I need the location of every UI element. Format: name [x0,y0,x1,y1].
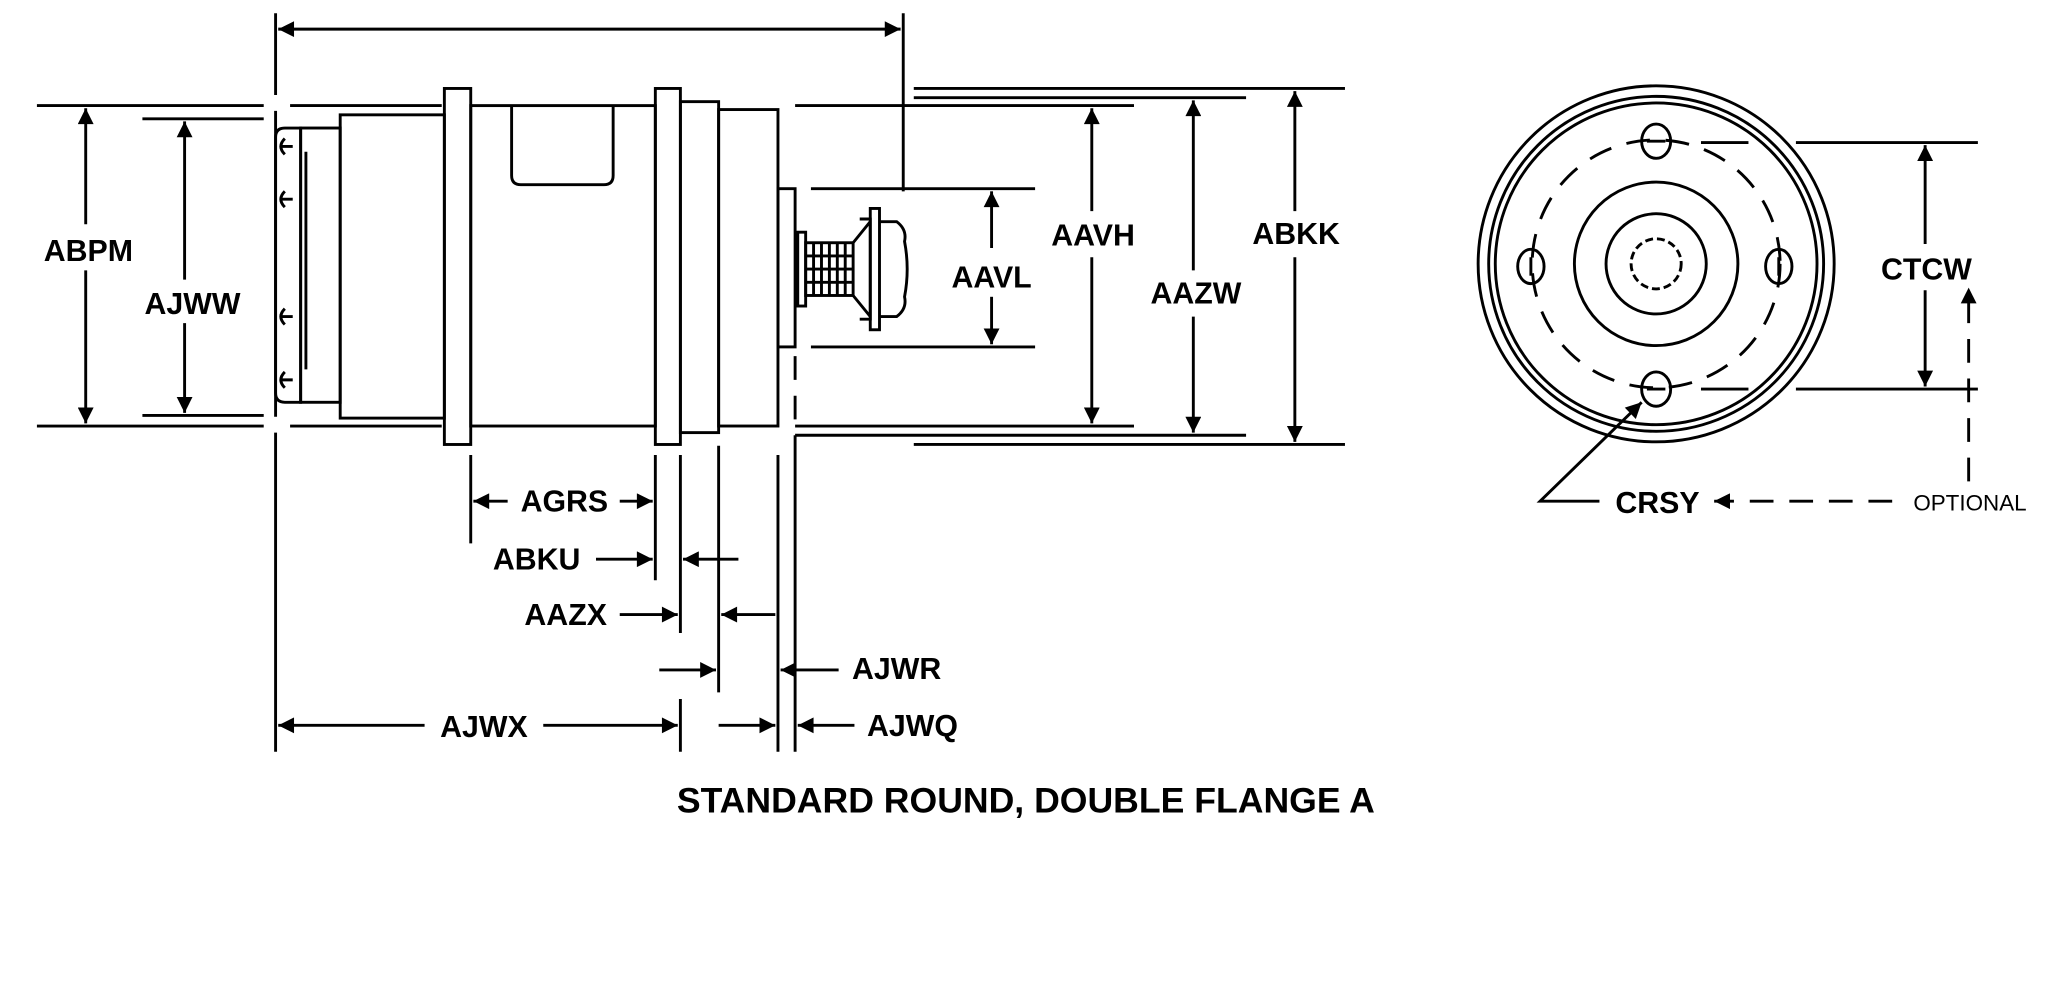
screw-icons [279,137,293,389]
ajwx-label: AJWX [440,711,528,744]
extension-line [1700,141,1978,391]
crsy-label: CRSY [1615,487,1699,520]
pilot [776,187,797,349]
ajww-label: AJWW [145,288,241,321]
pilot-circle [1572,180,1740,348]
extension-line [469,445,797,752]
outer-flange-circle [1476,84,1836,444]
abpm-label: ABPM [44,235,133,268]
bolt-circle [1530,138,1782,390]
end-view: CTCW OPTIONAL CRSY [1476,84,2027,520]
extension-line [810,187,1036,349]
drawing-title: STANDARD ROUND, DOUBLE FLANGE A [677,780,1375,820]
end-cap [274,126,303,404]
flange-front [653,87,682,446]
extension-line [142,117,264,417]
flange-ring-inner [1493,101,1819,427]
shaft-connector [796,207,909,332]
aavh-label: AAVH [1051,219,1135,252]
body-notch [510,105,615,187]
aazx-label: AAZX [524,599,607,632]
ctcw-label: CTCW [1881,254,1972,287]
abkk-label: ABKK [1252,218,1340,251]
hub-circle [1604,212,1708,316]
front-collar [678,100,721,435]
crsy-leader [1536,401,1643,503]
motor-main-body [469,104,657,428]
ajwq-label: AJWQ [867,710,958,743]
ajwr-label: AJWR [852,653,941,686]
bolt-hole-icons [1516,122,1794,408]
side-view: ABPM AJWW AAVL AAVH AAZW ABKK AGRS ABKU [36,13,1345,752]
optional-label: OPTIONAL [1913,490,2026,515]
extension-line [795,87,1345,446]
abku-label: ABKU [493,544,581,577]
flange-rear [442,87,473,446]
extension-line [36,104,442,428]
flange-ring [1487,94,1826,433]
motor-rear-section [338,113,446,420]
front-housing [717,108,780,428]
agrs-label: AGRS [521,486,609,519]
spline-shaft [1629,237,1683,291]
aavl-label: AAVL [951,262,1031,295]
aazw-label: AAZW [1150,277,1241,310]
